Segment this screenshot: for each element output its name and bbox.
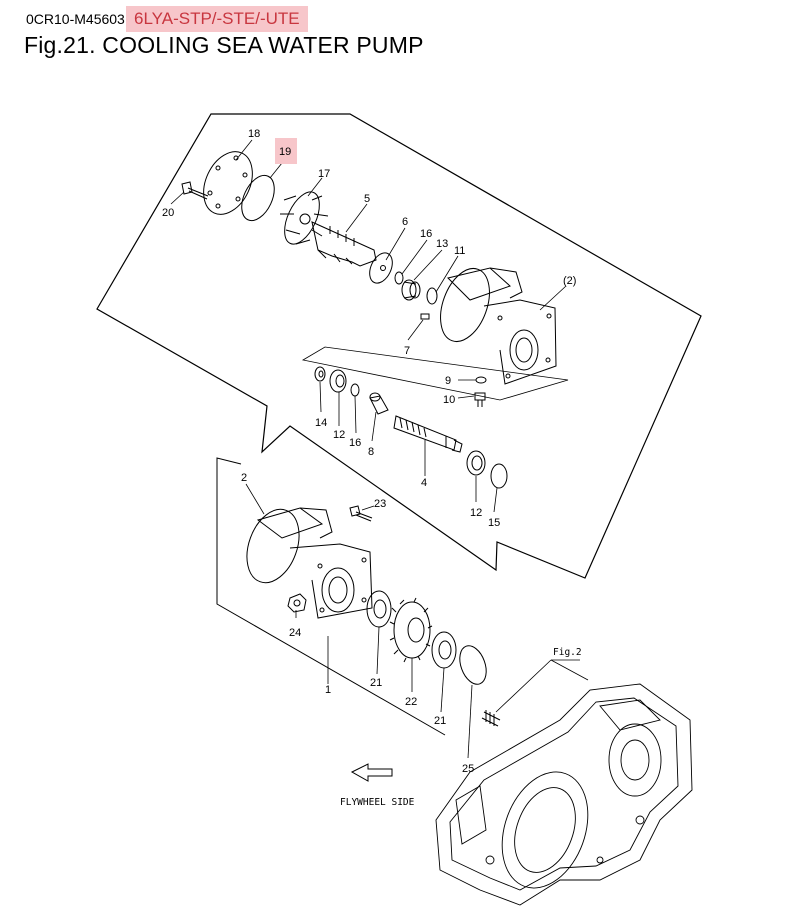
o-ring-11: [426, 287, 438, 305]
callout-12b: 12: [470, 507, 482, 519]
detail-frame-lower: [216, 457, 446, 736]
pump-body-lower: [246, 507, 373, 619]
flywheel-arrow-icon: [350, 763, 393, 782]
parts-box-inner: [301, 346, 569, 401]
callout-19-highlight: [275, 138, 297, 164]
detail-frame-upper: [96, 113, 702, 579]
callout-2: 2: [241, 472, 247, 484]
callout-15: 15: [488, 517, 500, 529]
bearing-21b: [431, 631, 457, 669]
pin-7: [420, 313, 430, 320]
bolt-23: [349, 505, 373, 522]
callout-2-paren: (2): [563, 275, 576, 287]
washer-9: [475, 376, 487, 384]
bearing-21a: [366, 590, 392, 628]
callout-10: 10: [443, 394, 455, 406]
callout-23: 23: [374, 498, 386, 510]
gear-case: [435, 683, 693, 906]
o-ring-19: [241, 174, 275, 222]
bearing-12a: [329, 369, 347, 393]
model-badge: 6LYA-STP/-STE/-UTE: [126, 6, 308, 32]
callout-14: 14: [315, 417, 327, 429]
callout-7: 7: [404, 345, 410, 357]
callout-18: 18: [248, 128, 260, 140]
o-ring-25: [459, 645, 487, 685]
callout-13: 13: [436, 238, 448, 250]
callout-11: 11: [454, 245, 465, 257]
callout-4: 4: [421, 477, 427, 489]
snap-ring-15: [490, 463, 508, 489]
callout-17: 17: [318, 168, 330, 180]
bearing-12b: [466, 450, 486, 476]
sleeve-8: [369, 392, 389, 415]
callout-16a: 16: [420, 228, 432, 240]
callout-20: 20: [162, 207, 174, 219]
impeller: [280, 191, 329, 245]
callout-19: 19: [279, 146, 291, 158]
callout-16b: 16: [349, 437, 361, 449]
figure-title: Fig.21. COOLING SEA WATER PUMP: [24, 32, 424, 58]
gear-22: [389, 597, 433, 663]
callout-21b: 21: [434, 715, 446, 727]
washer-6: [369, 252, 393, 284]
seal-16: [394, 271, 404, 285]
callout-12a: 12: [333, 429, 345, 441]
catalog-code: 0CR10-M45603: [26, 11, 125, 27]
callout-6: 6: [402, 216, 408, 228]
ring-16b: [350, 383, 360, 397]
callout-1: 1: [325, 684, 331, 696]
pump-body-upper: [440, 267, 557, 385]
callout-8: 8: [368, 446, 374, 458]
shaft-4: [393, 415, 463, 453]
callout-24: 24: [289, 627, 301, 639]
seal-13: [401, 279, 421, 301]
bolt-20: [181, 181, 209, 200]
stud-bolt: [481, 710, 501, 727]
callout-9: 9: [445, 375, 451, 387]
fig-ref-label: Fig.2: [553, 647, 582, 658]
cam-plate: [311, 221, 377, 267]
flywheel-side-label: FLYWHEEL SIDE: [340, 797, 415, 808]
callout-5: 5: [364, 193, 370, 205]
seal-14: [314, 366, 326, 382]
bolt-10: [474, 392, 486, 407]
callout-21a: 21: [370, 677, 382, 689]
callout-25: 25: [462, 763, 474, 775]
callout-22: 22: [405, 696, 417, 708]
leader-lines: [170, 139, 589, 759]
nut-24: [287, 593, 307, 613]
